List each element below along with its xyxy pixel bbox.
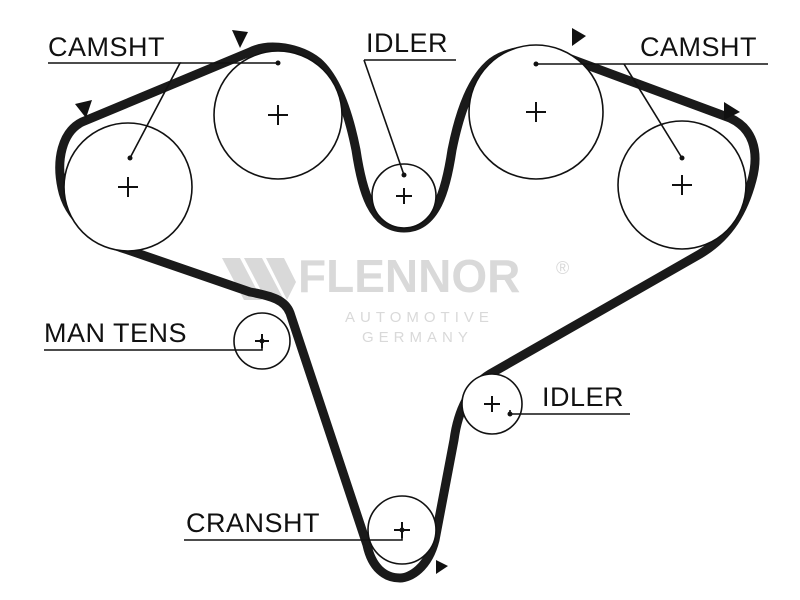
watermark-brand: FLENNOR	[298, 250, 520, 302]
timing-mark-right-icon	[724, 102, 740, 120]
label-crankshaft: CRANSHT	[186, 508, 320, 538]
label-man-tens: MAN TENS	[44, 318, 187, 348]
camshaft-left-outer-center-icon	[118, 177, 138, 197]
watermark-registered: ®	[556, 258, 569, 278]
leader-idler-top	[363, 59, 405, 176]
watermark-line1: AUTOMOTIVE	[345, 309, 494, 326]
timing-mark-crank-icon	[436, 560, 448, 574]
timing-mark-left-icon	[75, 100, 92, 118]
label-idler-top: IDLER	[366, 28, 448, 58]
label-camshaft-right: CAMSHT	[640, 32, 757, 62]
watermark: FLENNOR ® AUTOMOTIVE GERMANY	[222, 250, 569, 346]
leader-camshaft-right-branch	[623, 63, 683, 159]
label-idler-right: IDLER	[542, 382, 624, 412]
timing-belt	[55, 42, 760, 583]
leader-man-tens	[44, 341, 263, 351]
idler-right-center-icon	[484, 396, 500, 412]
leader-crankshaft	[184, 530, 403, 541]
timing-mark-top-right-icon	[572, 28, 586, 46]
camshaft-left-inner-center-icon	[268, 105, 288, 125]
label-camshaft-left: CAMSHT	[48, 32, 165, 62]
camshaft-right-inner-center-icon	[526, 102, 546, 122]
camshaft-right-outer-center-icon	[672, 175, 692, 195]
idler-top-center-icon	[396, 188, 412, 204]
timing-mark-top-left-icon	[232, 30, 248, 48]
watermark-line2: GERMANY	[362, 329, 473, 346]
